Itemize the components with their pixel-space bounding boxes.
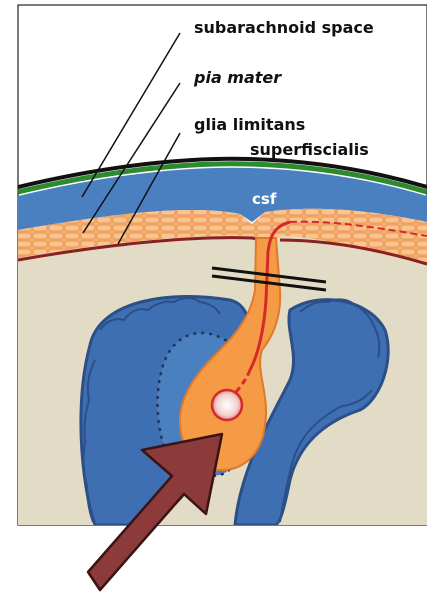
nucleus xyxy=(212,390,242,420)
label-superfiscialis: superfiscialis xyxy=(250,140,369,159)
label-pia-mater: pia mater xyxy=(193,68,282,87)
label-subarachnoid-space: subarachnoid space xyxy=(194,18,374,37)
label-glia-limitans: glia limitans xyxy=(194,115,305,134)
csf-label: csf xyxy=(252,190,277,208)
